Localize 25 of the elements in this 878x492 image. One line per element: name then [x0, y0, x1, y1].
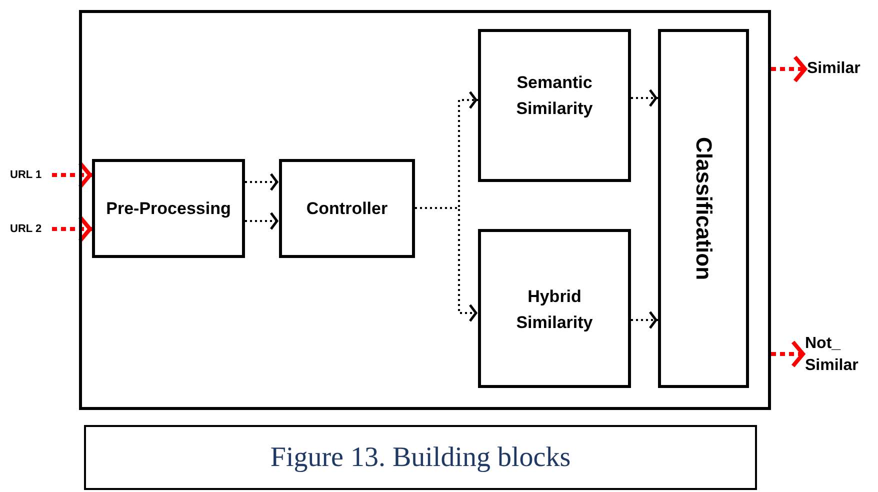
box-label: Classification	[690, 136, 716, 280]
input-label: URL 2	[10, 223, 42, 235]
box-label: Semantic Similarity	[515, 72, 594, 120]
process-box	[478, 29, 631, 182]
arrow	[631, 88, 658, 108]
arrow	[52, 215, 92, 243]
system-boundary-box	[79, 10, 771, 410]
arrow	[415, 207, 478, 322]
process-box	[92, 159, 245, 258]
arrow	[245, 172, 279, 192]
arrow	[771, 340, 805, 368]
output-label: Not_ Similar	[805, 333, 869, 377]
process-box	[478, 229, 631, 388]
figure-caption: Figure 13. Building blocks	[270, 442, 571, 474]
output-label: Similar	[807, 58, 871, 80]
input-label: URL 1	[10, 169, 42, 181]
process-box	[279, 159, 415, 258]
arrow	[245, 212, 279, 230]
arrow	[52, 161, 92, 189]
arrow	[631, 310, 658, 330]
process-box	[658, 29, 749, 388]
box-label: Hybrid Similarity	[515, 286, 594, 334]
box-label: Controller	[306, 198, 388, 220]
arrow	[771, 55, 807, 83]
box-label: Pre-Processing	[106, 198, 231, 220]
